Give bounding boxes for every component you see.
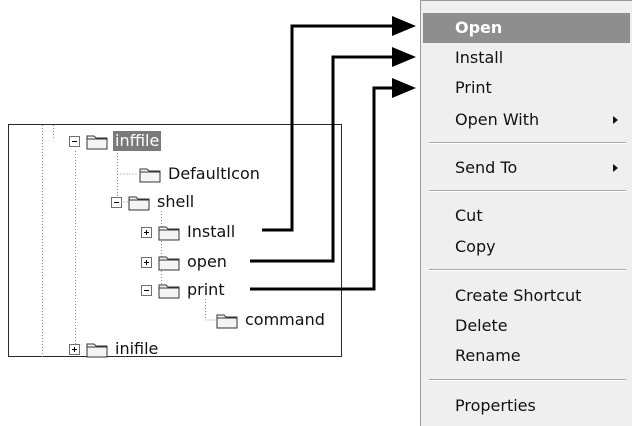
menu-separator <box>429 379 626 381</box>
menu-item-label: Cut <box>455 206 483 225</box>
menu-item-open[interactable]: Open <box>423 13 630 43</box>
submenu-arrow-icon <box>613 116 618 124</box>
tree-node-inifile[interactable]: inifile <box>69 338 160 360</box>
folder-icon <box>86 343 108 357</box>
folder-icon <box>86 135 108 149</box>
tree-node-open[interactable]: open <box>141 251 229 273</box>
menu-item-label: Rename <box>455 346 521 365</box>
menu-item-send-to[interactable]: Send To <box>423 153 630 183</box>
menu-item-delete[interactable]: Delete <box>423 311 630 341</box>
menu-item-label: Create Shortcut <box>455 286 582 305</box>
menu-item-properties[interactable]: Properties <box>423 391 630 421</box>
tree-node-label: Install <box>187 222 236 241</box>
folder-icon <box>216 314 238 328</box>
expand-plus-icon[interactable] <box>69 343 80 355</box>
collapse-minus-icon[interactable] <box>69 135 80 147</box>
folder-icon <box>158 226 180 240</box>
menu-item-label: Properties <box>455 396 536 415</box>
menu-item-label: Open With <box>455 110 540 129</box>
arrow-head-install <box>392 47 416 67</box>
tree-node-defaulticon[interactable]: DefaultIcon <box>139 163 262 185</box>
tree-node-label: inffile <box>113 131 162 151</box>
menu-item-copy[interactable]: Copy <box>423 232 630 262</box>
folder-icon <box>158 284 180 298</box>
menu-item-label: Delete <box>455 316 508 335</box>
collapse-minus-icon[interactable] <box>111 196 122 208</box>
arrow-head-open <box>392 16 416 36</box>
arrow-head-print <box>392 78 416 98</box>
tree-node-label: command <box>245 310 325 329</box>
menu-item-label: Open <box>455 18 503 37</box>
tree-node-command[interactable]: command <box>216 309 327 331</box>
menu-separator <box>429 142 626 144</box>
tree-node-label: inifile <box>115 339 159 358</box>
tree-node-label: open <box>187 252 227 271</box>
tree-node-print[interactable]: print <box>141 279 227 301</box>
tree-node-label: shell <box>157 192 195 211</box>
menu-item-create-shortcut[interactable]: Create Shortcut <box>423 281 630 311</box>
menu-item-label: Send To <box>455 158 518 177</box>
collapse-minus-icon[interactable] <box>141 284 152 296</box>
menu-item-label: Print <box>455 78 492 97</box>
registry-tree-panel: inffile DefaultIcon shell Install open p… <box>8 124 342 360</box>
folder-icon <box>128 196 150 210</box>
tree-node-label: print <box>187 280 225 299</box>
menu-item-rename[interactable]: Rename <box>423 341 630 371</box>
context-menu: Open Install Print Open With Send To Cut… <box>420 0 632 426</box>
tree-node-shell[interactable]: shell <box>111 191 196 213</box>
tree-node-install[interactable]: Install <box>141 221 237 243</box>
menu-item-label: Copy <box>455 237 496 256</box>
menu-separator <box>429 269 626 271</box>
expand-plus-icon[interactable] <box>141 256 152 268</box>
expand-plus-icon[interactable] <box>141 226 152 238</box>
menu-item-cut[interactable]: Cut <box>423 201 630 231</box>
menu-item-print[interactable]: Print <box>423 73 630 103</box>
menu-item-install[interactable]: Install <box>423 43 630 73</box>
menu-item-label: Install <box>455 48 504 67</box>
menu-separator <box>429 190 626 192</box>
folder-icon <box>158 256 180 270</box>
menu-item-open-with[interactable]: Open With <box>423 105 630 135</box>
tree-node-label: DefaultIcon <box>168 164 260 183</box>
tree-node-inffile[interactable]: inffile <box>69 130 162 152</box>
folder-icon <box>139 168 161 182</box>
submenu-arrow-icon <box>613 164 618 172</box>
